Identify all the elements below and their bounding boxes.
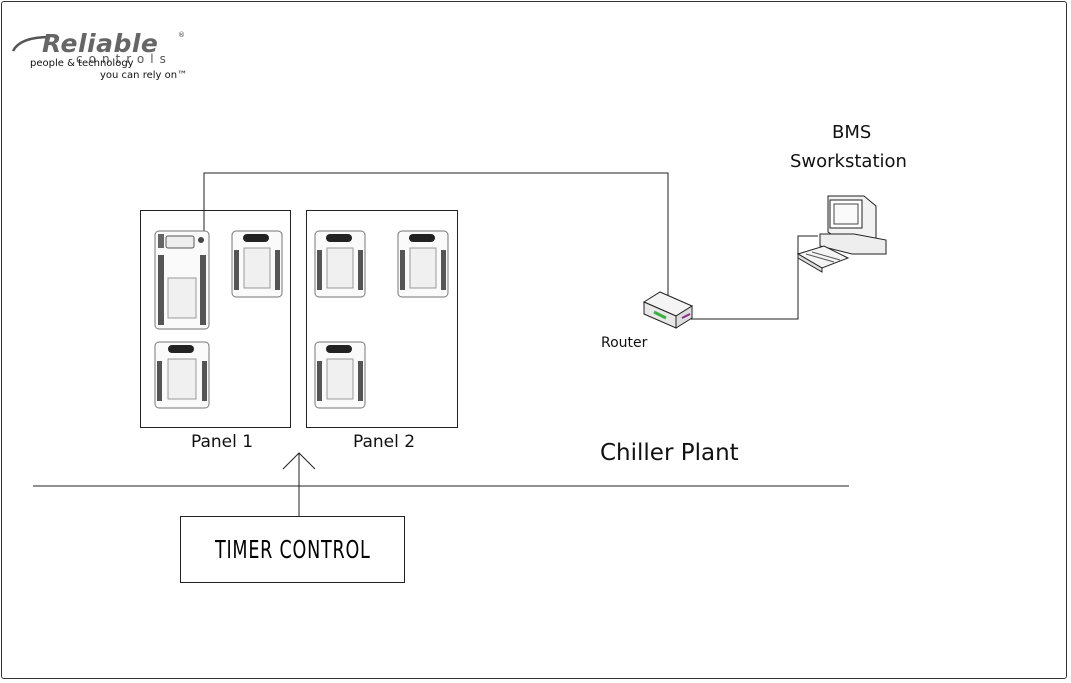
svg-text:Reliable: Reliable	[42, 29, 158, 58]
router-label: Router	[601, 335, 648, 351]
svg-text:controls: controls	[76, 52, 172, 66]
router-workstation-cable	[690, 235, 818, 320]
panel-1-enclosure	[140, 210, 291, 428]
controller-module-icon	[314, 230, 366, 298]
panel-1-label: Panel 1	[191, 432, 254, 452]
workstation-label-line1: BMS	[832, 122, 872, 143]
controller-module-icon	[154, 230, 210, 330]
panel-2-label: Panel 2	[353, 432, 416, 452]
reliable-controls-logo: Reliable ® controls	[11, 29, 185, 66]
panel-2-enclosure	[306, 210, 458, 428]
timer-control-box: TIMER CONTROL	[180, 516, 405, 583]
svg-text:®: ®	[178, 31, 185, 39]
controller-module-icon	[154, 341, 210, 409]
controller-module-icon	[231, 230, 283, 298]
logo-tagline-2: you can rely on™	[100, 70, 188, 81]
logo-tagline-1: people & technology	[30, 58, 134, 69]
arrow-head-icon	[282, 452, 316, 470]
panel-network-cable	[203, 172, 669, 298]
router-icon	[642, 291, 694, 329]
workstation-computer-icon	[796, 195, 887, 273]
controller-module-icon	[314, 341, 366, 409]
workstation-label-line2: Sworkstation	[790, 151, 907, 172]
timer-control-label: TIMER CONTROL	[214, 535, 371, 564]
controller-module-icon	[397, 230, 449, 298]
chiller-plant-label: Chiller Plant	[600, 440, 739, 466]
